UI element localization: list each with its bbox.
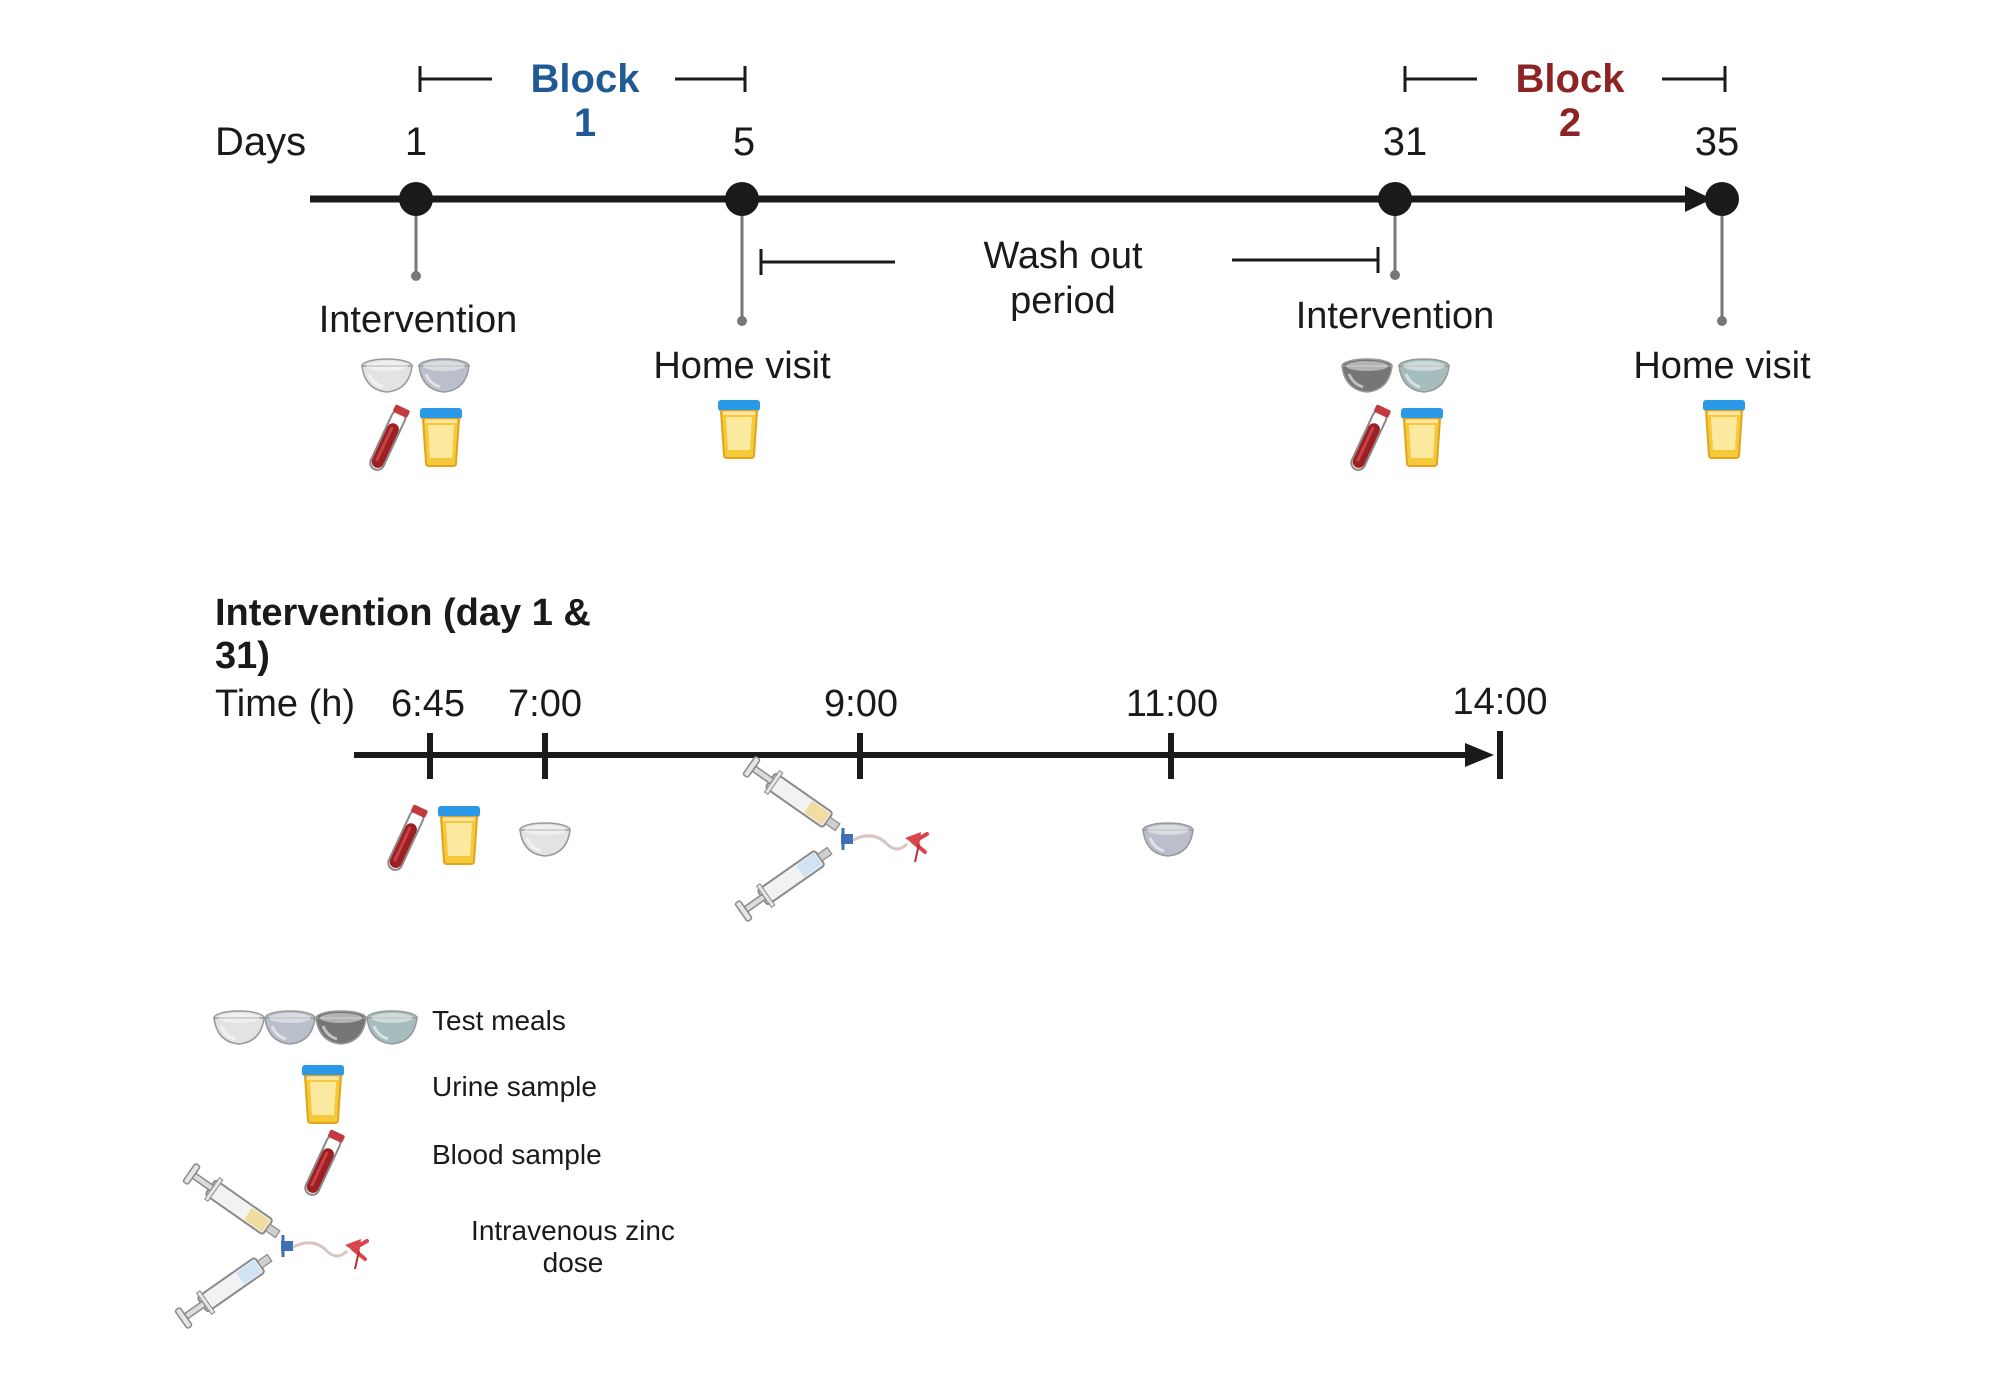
urine-cup-icon bbox=[301, 1064, 345, 1124]
time-axis-label: Time (h) bbox=[215, 683, 355, 725]
days-timeline: Block 1 Block 2 Days 1 5 31 35 bbox=[215, 57, 1811, 474]
bowl-icon bbox=[263, 1009, 317, 1046]
washout-label-line2: period bbox=[1010, 280, 1116, 322]
block1-label-line2: 1 bbox=[574, 101, 596, 145]
day-35-label: 35 bbox=[1695, 120, 1740, 164]
block1-bracket: Block 1 bbox=[418, 57, 747, 145]
block1-label-line1: Block bbox=[531, 57, 641, 101]
time-label-0900: 9:00 bbox=[824, 683, 898, 725]
day-31-label: 31 bbox=[1383, 120, 1428, 164]
bowl-icon bbox=[1141, 821, 1195, 858]
event-home-visit-day35: Home visit bbox=[1633, 345, 1811, 387]
days-axis-label: Days bbox=[215, 120, 306, 164]
bowl-icon bbox=[417, 357, 471, 394]
urine-cup-icon bbox=[717, 399, 761, 459]
urine-cup-icon bbox=[1702, 399, 1746, 459]
blood-tube-icon bbox=[384, 803, 430, 874]
blood-tube-icon bbox=[301, 1128, 347, 1199]
urine-cup-icon bbox=[419, 407, 463, 467]
legend: Test meals Urine sample Blood sample Int… bbox=[171, 1005, 675, 1333]
block2-label-line1: Block bbox=[1516, 57, 1626, 101]
syringe-iv-icon bbox=[731, 752, 929, 926]
legend-test-meals: Test meals bbox=[432, 1005, 566, 1036]
intervention-day-timeline: Intervention (day 1 & 31) Time (h) 6:45 … bbox=[215, 592, 1548, 926]
washout-bracket: Wash out period bbox=[759, 235, 1380, 322]
event-home-visit-day5: Home visit bbox=[653, 345, 831, 387]
legend-urine-sample: Urine sample bbox=[432, 1071, 597, 1102]
bowl-icon bbox=[1397, 357, 1451, 394]
block2-label-line2: 2 bbox=[1559, 101, 1581, 145]
legend-blood-sample: Blood sample bbox=[432, 1139, 602, 1170]
block2-bracket: Block 2 bbox=[1403, 57, 1727, 145]
intervention-heading-line1: Intervention (day 1 & bbox=[215, 592, 591, 634]
bowl-icon bbox=[518, 821, 572, 858]
legend-iv-line1: Intravenous zinc bbox=[471, 1215, 675, 1246]
time-label-1400: 14:00 bbox=[1452, 681, 1547, 723]
days-axis-arrowhead bbox=[1685, 186, 1712, 212]
day-1-node bbox=[399, 182, 433, 281]
time-axis-arrowhead bbox=[1465, 743, 1494, 767]
day-35-node bbox=[1705, 182, 1739, 326]
event-intervention-day1: Intervention bbox=[319, 299, 518, 341]
intervention-heading-line2: 31) bbox=[215, 635, 270, 677]
urine-cup-icon bbox=[1400, 407, 1444, 467]
event-intervention-day31: Intervention bbox=[1296, 295, 1495, 337]
legend-iv-line2: dose bbox=[543, 1247, 604, 1278]
day-5-node bbox=[725, 182, 759, 326]
bowl-icon bbox=[314, 1009, 368, 1046]
urine-cup-icon bbox=[437, 805, 481, 865]
day-31-node bbox=[1378, 182, 1412, 280]
day-1-label: 1 bbox=[405, 120, 427, 164]
blood-tube-icon bbox=[1347, 403, 1393, 474]
time-label-0645: 6:45 bbox=[391, 683, 465, 725]
bowl-icon bbox=[360, 357, 414, 394]
washout-label-line1: Wash out bbox=[983, 235, 1143, 277]
syringe-iv-icon bbox=[171, 1159, 369, 1333]
bowl-icon bbox=[1340, 357, 1394, 394]
time-label-0700: 7:00 bbox=[508, 683, 582, 725]
bowl-icon bbox=[212, 1009, 266, 1046]
blood-tube-icon bbox=[366, 403, 412, 474]
time-label-1100: 11:00 bbox=[1126, 683, 1218, 725]
day-5-label: 5 bbox=[733, 120, 755, 164]
bowl-icon bbox=[365, 1009, 419, 1046]
